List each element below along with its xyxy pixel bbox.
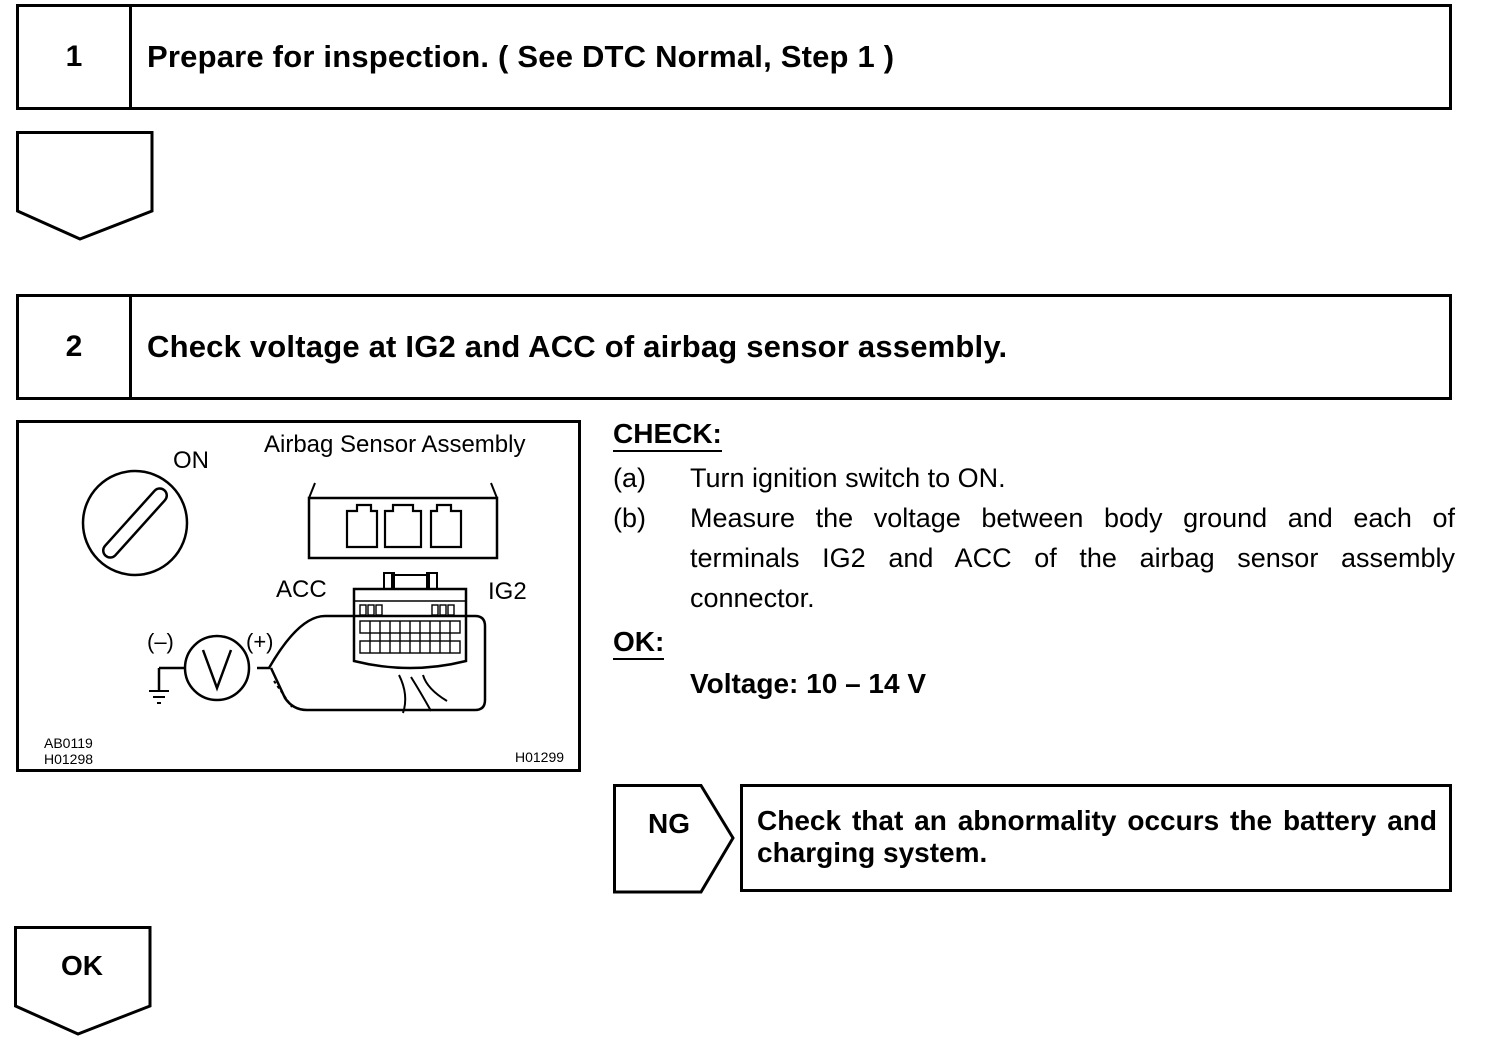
ignition-on-label: ON: [173, 447, 209, 474]
code-right: H01299: [515, 749, 565, 765]
check-item-b: (b) Measure the voltage between body gro…: [613, 498, 1455, 618]
ok-arrow: OK: [14, 926, 154, 1038]
pentagon-arrow-icon: [16, 131, 154, 241]
check-item-b-tag: (b): [613, 503, 646, 533]
check-item-a-tag: (a): [613, 463, 646, 493]
ok-flow-label: OK: [61, 950, 103, 981]
step-1-box: 1 Prepare for inspection. ( See DTC Norm…: [16, 4, 1452, 110]
code-left-2: H01298: [44, 751, 94, 767]
ig2-label: IG2: [488, 578, 527, 605]
step-2-title: Check voltage at IG2 and ACC of airbag s…: [147, 329, 1008, 364]
plus-label: (+): [246, 629, 274, 654]
ignition-switch-icon: [81, 469, 189, 577]
step-1-number: 1: [19, 7, 132, 107]
step-1-title: Prepare for inspection. ( See DTC Normal…: [147, 39, 895, 74]
step-2-box: 2 Check voltage at IG2 and ACC of airbag…: [16, 294, 1452, 400]
wiring-drawing: [81, 469, 499, 714]
step-2-number: 2: [19, 297, 132, 397]
ng-arrow: NG: [613, 784, 738, 896]
acc-label: ACC: [276, 576, 327, 603]
voltmeter-icon: [157, 634, 251, 702]
check-heading: CHECK:: [613, 418, 722, 452]
harness-connector-icon: [352, 572, 468, 714]
sensor-connector-icon: [307, 482, 499, 560]
right-pentagon-arrow-icon: [613, 784, 735, 894]
check-item-a: (a) Turn ignition switch to ON.: [613, 458, 1455, 498]
code-left-1: AB0119: [44, 735, 93, 751]
check-section: CHECK: (a) Turn ignition switch to ON. (…: [613, 418, 1455, 700]
check-item-b-text: Measure the voltage between body ground …: [690, 503, 1455, 613]
voltage-spec: Voltage: 10 – 14 V: [690, 668, 927, 699]
pentagon-arrow-icon: [14, 926, 152, 1036]
ok-heading: OK:: [613, 626, 665, 660]
minus-label: (–): [147, 629, 174, 654]
flow-arrow-1: [16, 131, 156, 243]
check-item-a-text: Turn ignition switch to ON.: [690, 463, 1006, 493]
ng-message-box: Check that an abnormality occurs the bat…: [740, 784, 1452, 892]
ng-label: NG: [648, 808, 690, 839]
ground-icon: [149, 690, 169, 704]
wiring-figure: Airbag Sensor Assembly ON ACC IG2 (–) (+…: [16, 420, 581, 772]
figure-title: Airbag Sensor Assembly: [264, 431, 526, 458]
